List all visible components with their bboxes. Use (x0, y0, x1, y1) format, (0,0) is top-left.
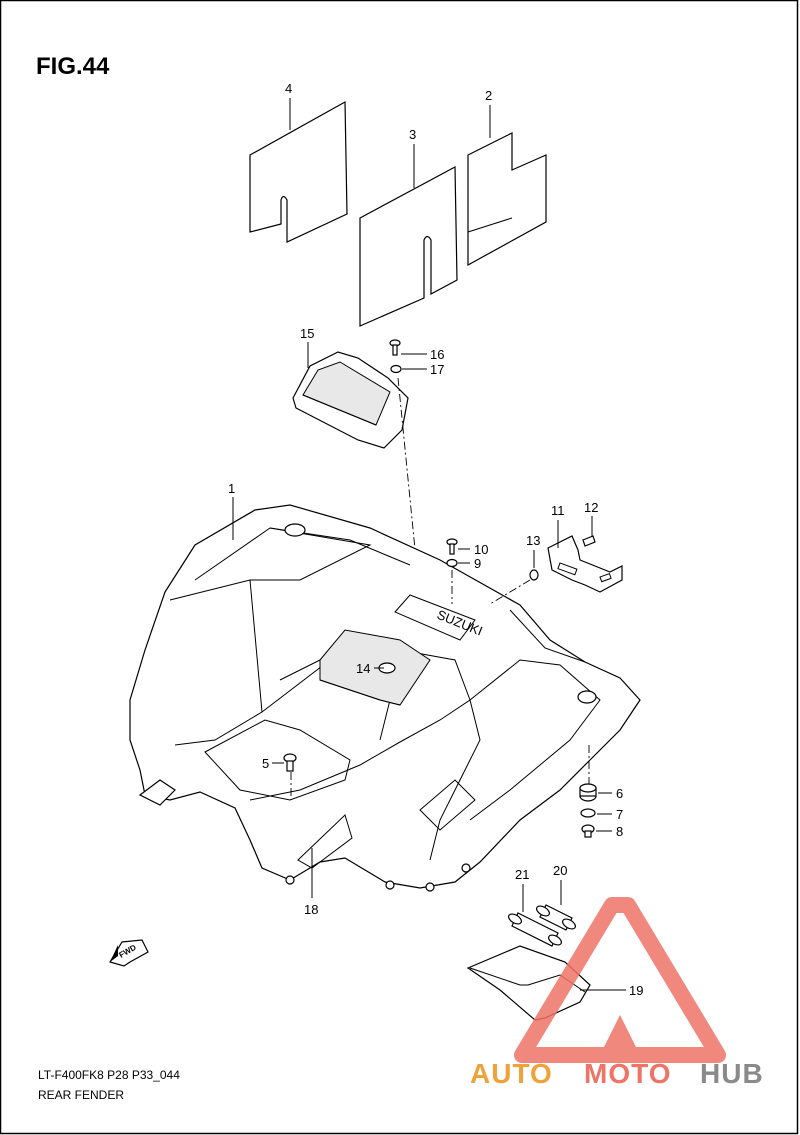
part-17-washer[interactable] (390, 364, 402, 374)
part-2-label-sheet[interactable] (467, 132, 547, 267)
part-5-bolt[interactable] (283, 753, 297, 772)
callout-3: 3 (409, 127, 416, 142)
part-21-tube[interactable] (507, 912, 563, 947)
callout-5: 5 (262, 756, 269, 771)
watermark-moto: MOTO (584, 1058, 671, 1089)
footer-model-code: LT-F400FK8 P28 P33_044 (38, 1068, 180, 1082)
part-6-grommet[interactable] (579, 783, 597, 802)
callout-11: 11 (551, 503, 565, 518)
part-8-bolt[interactable] (581, 824, 595, 838)
footer-section-name: REAR FENDER (38, 1088, 124, 1102)
part-20-tube[interactable] (535, 904, 577, 931)
watermark-auto: AUTO (470, 1058, 553, 1089)
callout-12: 12 (584, 500, 598, 515)
part-10-screw[interactable] (446, 538, 458, 555)
part-4-label-sheet[interactable] (249, 100, 348, 243)
part-11-bracket[interactable] (547, 535, 623, 593)
callout-7: 7 (616, 807, 623, 822)
callout-4: 4 (285, 81, 292, 96)
callout-13: 13 (526, 533, 540, 548)
part-13-nut[interactable] (529, 569, 539, 581)
part-3-label-sheet[interactable] (359, 166, 458, 327)
callout-17: 17 (430, 362, 444, 377)
callout-14: 14 (356, 661, 370, 676)
callout-21: 21 (515, 867, 529, 882)
watermark-logo-triangle (514, 897, 726, 1063)
part-12-screw[interactable] (582, 535, 596, 547)
watermark-hub: HUB (700, 1058, 764, 1089)
callout-9: 9 (474, 556, 481, 571)
part-9-washer[interactable] (446, 558, 458, 568)
part-7-collar[interactable] (580, 808, 596, 818)
callout-18: 18 (304, 902, 318, 917)
callout-10: 10 (474, 542, 488, 557)
callout-20: 20 (553, 863, 567, 878)
callout-19: 19 (629, 983, 643, 998)
callout-6: 6 (616, 786, 623, 801)
part-16-screw[interactable] (389, 339, 401, 356)
figure-title: FIG.44 (36, 53, 110, 80)
fwd-arrow-icon (109, 939, 149, 967)
callout-2: 2 (485, 88, 492, 103)
callout-8: 8 (616, 824, 623, 839)
callout-1: 1 (228, 481, 235, 496)
assembly-line-13 (489, 579, 531, 605)
callout-16: 16 (430, 347, 444, 362)
callout-15: 15 (300, 326, 314, 341)
part-15-storage-box[interactable] (292, 351, 409, 449)
